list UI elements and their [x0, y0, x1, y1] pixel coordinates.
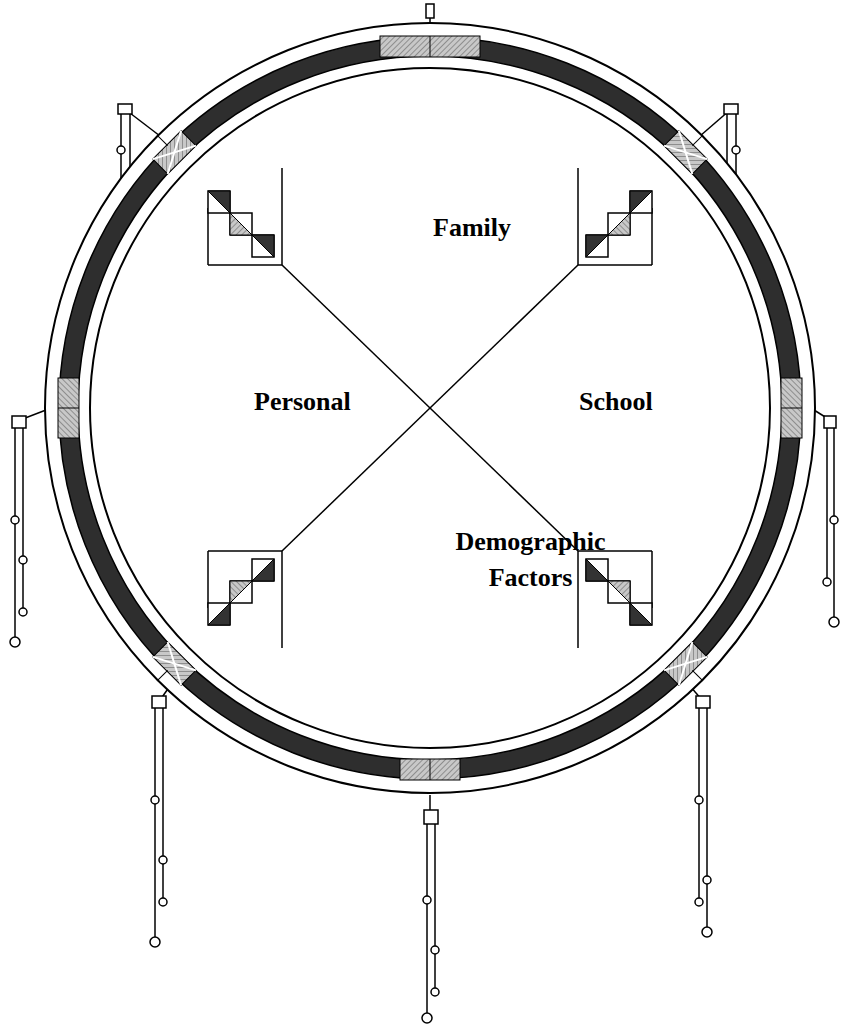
corner-design [208, 168, 282, 265]
quadrant-label: Personal [254, 384, 351, 420]
band-blocks [58, 36, 802, 780]
tassels [12, 4, 836, 1016]
quadrant-label: Family [433, 210, 511, 246]
quadrant-label: Demographic Factors [443, 524, 618, 596]
quadrant-label: School [579, 384, 653, 420]
